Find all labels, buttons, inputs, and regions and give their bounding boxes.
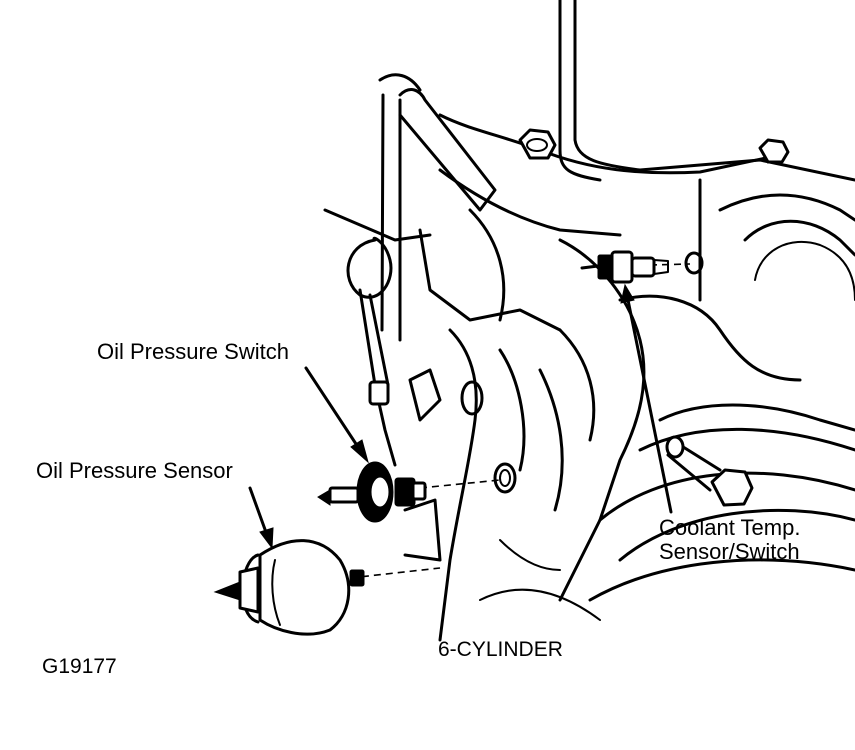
bolt-top [518,128,557,160]
engine-block [323,0,855,642]
switch-port [493,462,517,494]
coolant-temp-label: Coolant Temp. Sensor/Switch [659,516,800,564]
leader-oil-switch [304,366,369,464]
block-port [460,380,484,416]
bolt-top-right [758,138,790,164]
oil-pressure-switch [317,461,501,523]
oil-pressure-sensor-label: Oil Pressure Sensor [36,458,233,483]
engine-type-caption: 6-CYLINDER [438,638,563,661]
dipstick [346,88,497,467]
figure-code: G19177 [42,655,117,678]
oil-pressure-sensor [213,498,442,636]
leader-oil-sensor [248,486,274,550]
bolt-right [665,435,754,507]
leader-coolant [620,283,673,514]
coolant-port [684,251,704,275]
coolant-temp-sensor [580,250,691,284]
oil-pressure-switch-label: Oil Pressure Switch [97,339,289,364]
coolant-temp-label-line1: Coolant Temp. [659,515,801,540]
coolant-temp-label-line2: Sensor/Switch [659,539,800,564]
